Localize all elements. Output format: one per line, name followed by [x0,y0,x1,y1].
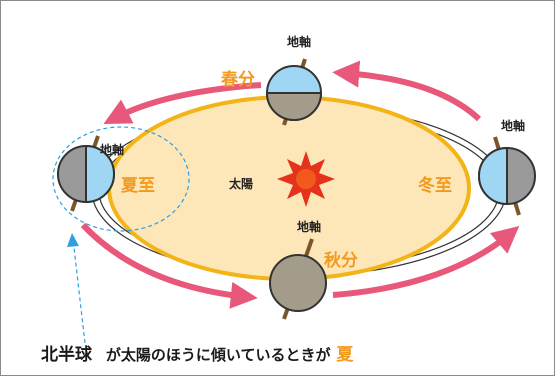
arrow-bottom-left [80,222,258,309]
label-spring: 春分 [221,69,255,90]
label-autumn: 秋分 [324,250,358,271]
highlight-pointer [72,238,86,344]
label-axis-summer: 地軸 [100,142,124,157]
arrow-bottom-right [332,226,520,298]
arrow-top-left [103,82,262,125]
highlight-pointer-head [67,233,79,247]
label-axis-autumn: 地軸 [297,219,321,234]
earth-spring [265,58,323,126]
northern-hemisphere-highlight [52,126,190,232]
label-winter: 冬至 [418,175,452,196]
caption: 北半球 が太陽のほうに傾いているときが 夏 [41,344,354,365]
label-summer: 夏至 [121,176,155,196]
sun-region [107,95,471,281]
earth-summer [57,135,115,212]
label-sun: 太陽 [229,176,253,191]
label-axis-winter: 地軸 [501,118,525,133]
earth-winter [478,136,536,216]
caption-highlight: 北半球 [41,344,93,365]
arrow-top-right [332,60,482,122]
caption-rest: が太陽のほうに傾いているときが [106,346,332,364]
sun-icon [277,151,335,207]
earth-autumn [269,238,327,320]
label-axis-spring: 地軸 [287,34,311,49]
caption-season: 夏 [336,345,354,365]
